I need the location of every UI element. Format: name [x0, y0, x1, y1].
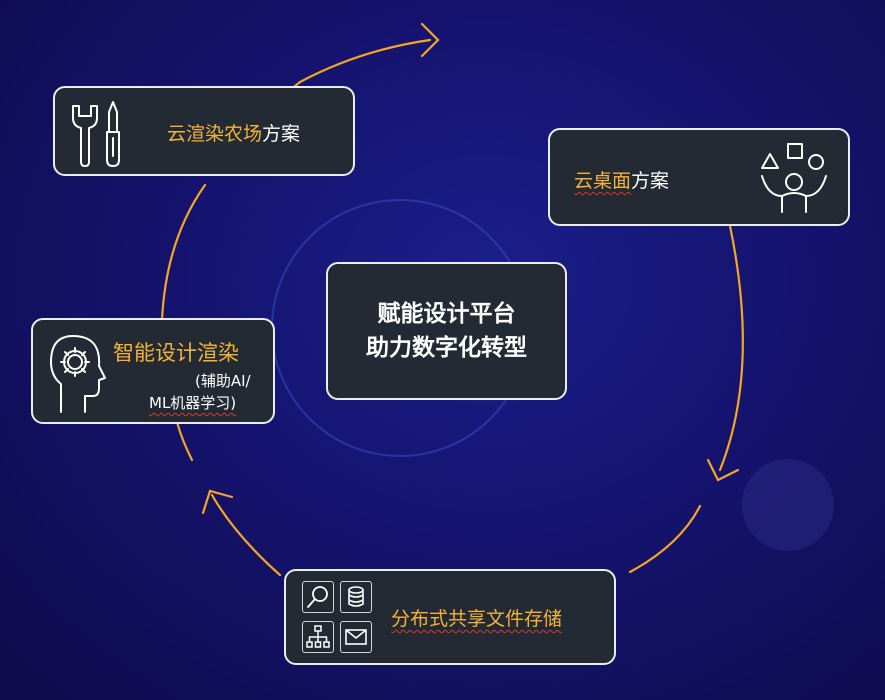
head-gear-icon	[50, 335, 106, 413]
search-tile	[302, 581, 334, 613]
search-icon	[307, 586, 328, 608]
arc-right	[718, 224, 744, 472]
person-shapes-icon	[761, 143, 827, 213]
database-icon	[348, 586, 364, 607]
network-icon	[306, 625, 330, 648]
wrench-screwdriver-icon	[72, 101, 120, 167]
cloud-desktop-title: 云桌面方案	[574, 166, 669, 193]
render-farm-suffix: 方案	[262, 123, 301, 145]
network-tile	[302, 621, 334, 653]
smart-render-sub1: (辅助AI/	[195, 372, 251, 390]
arc-bottom-right	[628, 504, 702, 574]
smart-render-sub2: ML机器学习)	[149, 394, 237, 412]
center-card: 赋能设计平台 助力数字化转型	[326, 262, 567, 400]
render-farm-card: 云渲染农场方案	[53, 86, 355, 176]
render-farm-title: 云渲染农场方案	[167, 119, 300, 146]
arrowhead-left	[201, 489, 234, 515]
file-storage-card: 分布式共享文件存储	[284, 569, 616, 665]
cloud-desktop-card: 云桌面方案	[548, 128, 850, 226]
center-title-line2: 助力数字化转型	[366, 335, 527, 361]
arc-left-upper	[160, 183, 207, 322]
arrowhead-top	[420, 22, 440, 58]
smart-render-card: 智能设计渲染 (辅助AI/ ML机器学习)	[31, 318, 275, 424]
decor-circle	[742, 459, 834, 551]
arc-top	[298, 38, 432, 84]
smart-render-title: 智能设计渲染	[113, 341, 239, 365]
mail-tile	[340, 621, 372, 653]
cloud-desktop-suffix: 方案	[631, 170, 670, 192]
render-farm-highlight: 云渲染农场	[167, 123, 263, 145]
database-tile	[340, 581, 372, 613]
cloud-desktop-highlight: 云桌面	[574, 170, 632, 192]
arrowhead-right	[706, 458, 740, 482]
mail-icon	[345, 629, 367, 645]
center-title-line1: 赋能设计平台	[377, 301, 516, 327]
arc-bottom-left	[210, 493, 282, 577]
file-storage-title: 分布式共享文件存储	[391, 608, 563, 630]
